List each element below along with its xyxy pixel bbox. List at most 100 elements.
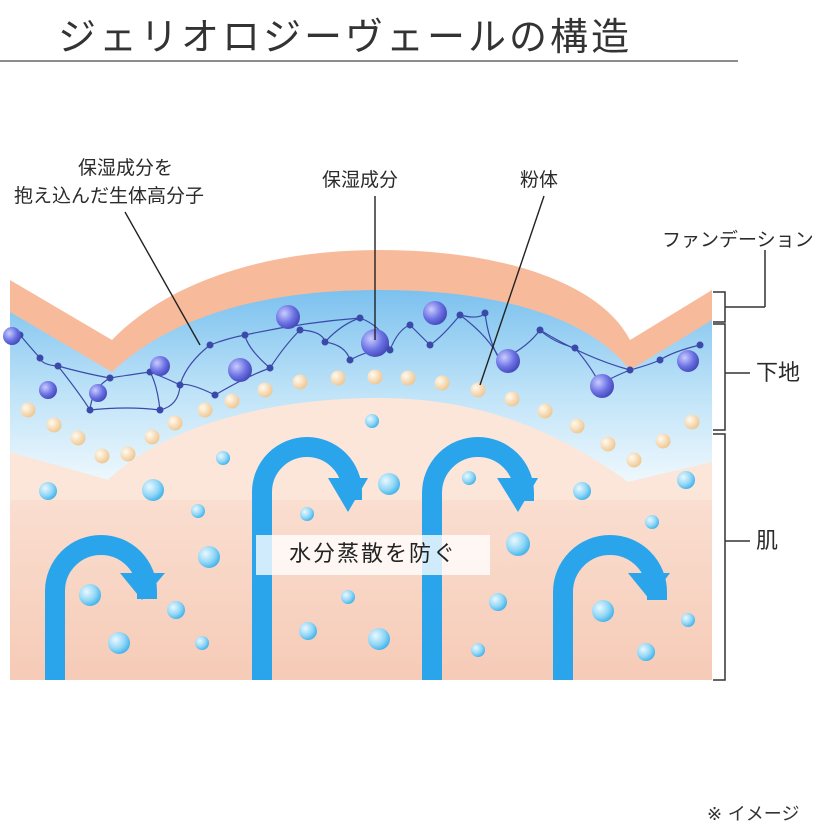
water-bubble xyxy=(677,471,695,489)
powder-ball xyxy=(434,375,450,391)
polymer-strand xyxy=(539,329,631,371)
moisture-ball xyxy=(89,384,107,402)
water-bubble xyxy=(108,632,130,654)
polymer-node xyxy=(321,338,329,346)
powder-ball xyxy=(197,402,213,418)
callout-powder: 粉体 xyxy=(520,169,559,191)
powder-ball xyxy=(94,448,110,464)
polymer-node xyxy=(571,344,579,352)
polymer-node xyxy=(406,321,414,329)
powder-ball xyxy=(655,433,671,449)
polymer-node xyxy=(106,374,114,382)
foundation-layer xyxy=(10,250,712,372)
polymer-node xyxy=(176,381,184,389)
powder-ball xyxy=(167,415,183,431)
polymer-node xyxy=(346,356,354,364)
water-bubble xyxy=(216,451,230,465)
powder-ball xyxy=(470,382,486,398)
powder-ball xyxy=(504,391,520,407)
water-bubble xyxy=(368,628,390,650)
callout-line-polymer xyxy=(124,211,201,346)
polymer-node xyxy=(536,326,544,334)
moisture-ball xyxy=(276,305,300,329)
callout-moisture: 保湿成分 xyxy=(322,169,399,191)
arrow-head xyxy=(628,573,670,600)
moisture-ball xyxy=(3,327,21,345)
powder-ball xyxy=(144,429,160,445)
polymer-strand xyxy=(89,407,161,411)
polymer-node xyxy=(54,362,62,370)
powder-particles xyxy=(20,369,700,468)
skin-surface xyxy=(10,398,712,500)
arrow-curve xyxy=(252,437,362,680)
water-bubble xyxy=(167,601,185,619)
image-note: ※ イメージ xyxy=(707,804,800,825)
moisture-ball xyxy=(228,358,252,382)
powder-ball xyxy=(600,436,616,452)
water-bubble xyxy=(191,504,205,518)
polymer-node xyxy=(296,326,304,334)
callout-polymer-line2: 抱え込んだ生体高分子 xyxy=(14,185,205,207)
powder-ball xyxy=(70,430,86,446)
arrow-head xyxy=(497,478,538,512)
water-bubble xyxy=(506,532,530,556)
powder-ball xyxy=(569,418,585,434)
water-bubble xyxy=(462,471,476,485)
powder-ball xyxy=(20,402,36,418)
powder-ball xyxy=(400,370,416,386)
water-bubble xyxy=(365,414,379,428)
water-bubble xyxy=(39,482,57,500)
arrow-curve xyxy=(422,437,534,680)
title-divider xyxy=(0,60,738,62)
evaporation-arrows xyxy=(45,437,670,680)
center-label: 水分蒸散を防ぐ xyxy=(256,535,490,575)
polymer-node xyxy=(266,364,274,372)
moisture-ball xyxy=(39,381,57,399)
polymer-node xyxy=(426,341,434,349)
powder-ball xyxy=(46,417,62,433)
polymer-strand xyxy=(57,365,111,379)
polymer-strand xyxy=(179,344,211,386)
moisture-ball xyxy=(496,349,520,373)
moisture-ball xyxy=(590,374,614,398)
powder-ball xyxy=(537,403,553,419)
water-bubble xyxy=(681,613,695,627)
powder-ball xyxy=(257,382,273,398)
water-bubble xyxy=(79,584,101,606)
water-bubble xyxy=(489,593,507,611)
water-bubble xyxy=(195,636,209,650)
powder-ball xyxy=(330,370,346,386)
polymer-node xyxy=(156,406,164,414)
layer-brackets xyxy=(713,250,766,681)
polymer-node xyxy=(656,356,664,364)
water-bubble xyxy=(645,515,659,529)
callout-line-powder xyxy=(479,195,545,386)
callout-polymer-line1: 保湿成分を xyxy=(78,157,174,179)
polymer-strand xyxy=(269,329,301,369)
polymer-node xyxy=(211,391,219,399)
water-bubble xyxy=(142,479,164,501)
polymer-node xyxy=(481,309,489,317)
polymer-node xyxy=(456,311,464,319)
polymer-strand xyxy=(244,317,361,336)
water-bubble xyxy=(300,507,314,521)
polymer-node xyxy=(36,354,44,362)
arrow-head xyxy=(120,573,165,600)
water-bubble xyxy=(573,482,591,500)
water-bubble xyxy=(198,546,220,568)
layer-label-foundation: ファンデーション xyxy=(662,229,814,251)
water-bubbles xyxy=(39,414,695,661)
arrow-head xyxy=(328,478,368,512)
powder-ball xyxy=(367,369,383,385)
polymer-node xyxy=(206,341,214,349)
polymer-node xyxy=(86,406,94,414)
moisture-ball xyxy=(150,356,170,376)
moisture-ball xyxy=(677,350,699,372)
polymer-node xyxy=(356,314,364,322)
moisture-particles xyxy=(3,301,699,402)
polymer-node xyxy=(386,346,394,354)
page-title: ジェリオロジーヴェールの構造 xyxy=(58,15,633,59)
polymer-node xyxy=(241,331,249,339)
powder-ball xyxy=(292,374,308,390)
